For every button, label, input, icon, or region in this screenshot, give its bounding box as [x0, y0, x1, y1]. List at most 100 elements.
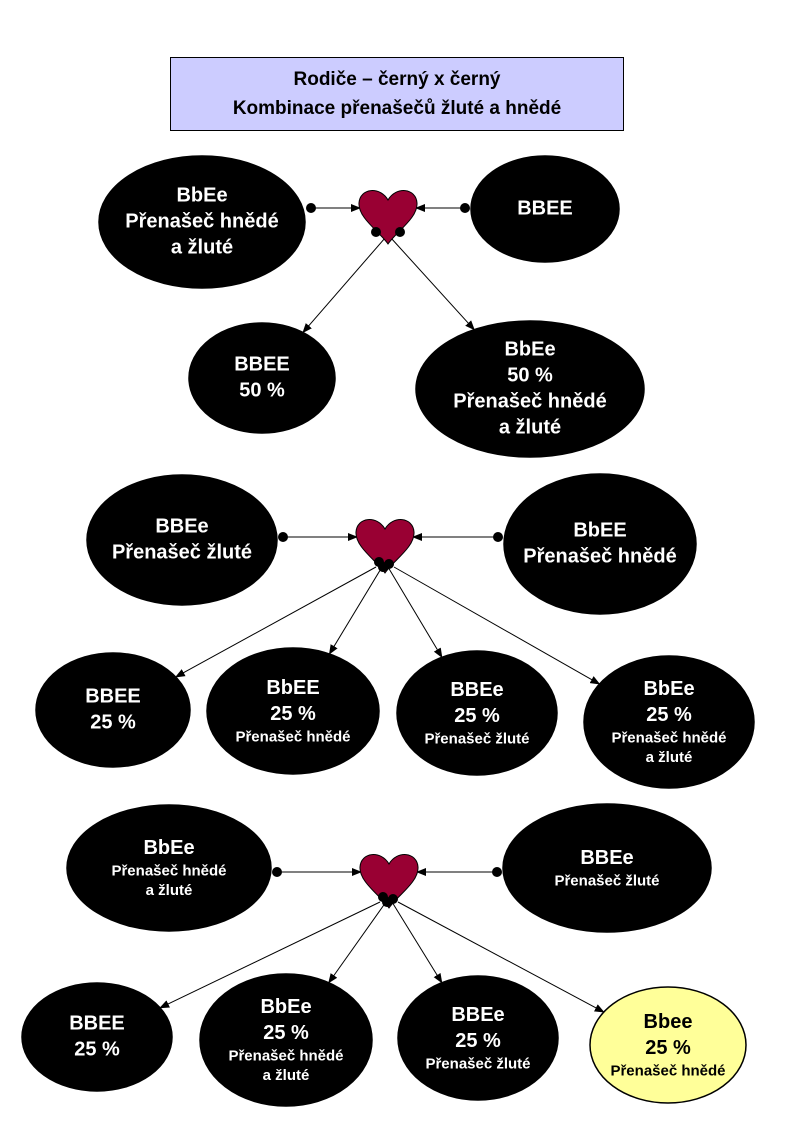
section-2-dot-bottom-3	[378, 562, 388, 572]
section-3-parent-1-line-1: BbEe	[143, 837, 194, 859]
section-3-child-4-ellipse	[589, 986, 747, 1104]
section-1-child-2: BbEe 50 % Přenašeč hnědé a žluté	[415, 320, 645, 458]
section-3-parent-1-line-3: a žluté	[146, 882, 193, 899]
section-3-child-1-line-1: BBEE	[69, 1013, 125, 1035]
section-2-child-4-line-2: 25 %	[646, 704, 692, 726]
section-3-dot-left	[272, 867, 282, 877]
section-2-child-1-ellipse	[35, 652, 191, 768]
section-1-dot-bottom-left	[371, 227, 381, 237]
section-3-parent-1-ellipse	[66, 804, 272, 932]
section-1-parent-1-line-3: a žluté	[171, 237, 233, 259]
title-line-1: Rodiče – černý x černý	[293, 69, 501, 90]
section-1-child-1-ellipse	[188, 322, 336, 434]
section-3-child-3-line-2: 25 %	[455, 1030, 501, 1052]
section-3-heart-icon	[359, 854, 419, 909]
section-1-arrow-child-2	[390, 237, 475, 331]
section-3-arrow-child-4	[397, 901, 605, 1013]
section-1-parent-1-line-1: BbEe	[176, 185, 227, 207]
section-3-child-3-line-1: BBEe	[451, 1004, 504, 1026]
section-1-parent-2-line-1: BBEE	[517, 198, 573, 220]
section-3-child-2-line-4: a žluté	[263, 1067, 310, 1084]
section-2-parent-2: BbEE Přenašeč hnědé	[503, 473, 697, 615]
section-2-heart-icon	[355, 519, 415, 574]
section-3-child-1: BBEE 25 %	[21, 982, 173, 1092]
section-1-child-2-line-3: Přenašeč hnědé	[453, 391, 606, 413]
section-1-parent-1-ellipse	[98, 155, 306, 289]
section-2-arrow-child-3	[387, 566, 443, 659]
section-3-parent-2-line-1: BBEe	[580, 847, 633, 869]
section-1-dot-left	[306, 203, 316, 213]
section-2-child-1-line-1: BBEE	[85, 686, 141, 708]
section-2-child-3-line-3: Přenašeč žluté	[424, 730, 529, 747]
section-1-child-1-line-2: 50 %	[239, 380, 285, 402]
section-3-arrow-child-3	[391, 901, 443, 984]
section-3-arrow-child-1	[159, 901, 381, 1009]
section-3-child-4: Bbee 25 % Přenašeč hnědé	[589, 986, 747, 1104]
section-2-child-2-line-2: 25 %	[270, 703, 316, 725]
section-3-child-4-line-2: 25 %	[645, 1037, 691, 1059]
section-3-child-2-line-3: Přenašeč hnědé	[228, 1048, 343, 1065]
section-1-parent-1-line-2: Přenašeč hnědé	[125, 211, 278, 233]
section-3-child-4-line-3: Přenašeč hnědé	[610, 1062, 725, 1079]
section-2-child-3-ellipse	[396, 650, 558, 776]
section-1-child-1: BBEE 50 %	[188, 322, 336, 434]
section-1-parent-2: BBEE	[470, 155, 620, 263]
section-2-child-4: BbEe 25 % Přenašeč hnědé a žluté	[583, 655, 755, 789]
section-2-child-4-line-1: BbEe	[643, 678, 694, 700]
section-2-parent-2-line-2: Přenašeč hnědé	[523, 546, 676, 568]
section-2-child-4-line-4: a žluté	[646, 749, 693, 766]
section-3-child-1-line-2: 25 %	[74, 1039, 120, 1061]
title-line-2: Kombinace přenašečů žluté a hnědé	[232, 98, 562, 119]
section-2-child-4-ellipse	[583, 655, 755, 789]
section-3-dot-right	[492, 867, 502, 877]
section-2-parent-2-ellipse	[503, 473, 697, 615]
section-1-parent-2-ellipse	[470, 155, 620, 263]
section-2-child-2-ellipse	[206, 647, 380, 775]
section-1-heart-icon	[358, 190, 418, 245]
section-2-parent-1-ellipse	[86, 474, 278, 606]
section-2-child-2-line-3: Přenašeč hnědé	[235, 728, 350, 745]
section-2-child-1-line-2: 25 %	[90, 712, 136, 734]
section-2-child-3: BBEe 25 % Přenašeč žluté	[396, 650, 558, 776]
section-1-child-2-ellipse	[415, 320, 645, 458]
section-3-parent-1-line-2: Přenašeč hnědé	[111, 863, 226, 880]
section-3-parent-2-line-2: Přenašeč žluté	[554, 872, 659, 889]
section-3-child-2-ellipse	[199, 973, 373, 1107]
section-2-dot-right	[493, 532, 503, 542]
section-1-child-1-line-1: BBEE	[234, 354, 290, 376]
section-2-arrow-child-4	[393, 566, 601, 685]
section-3-child-2-line-1: BbEe	[260, 996, 311, 1018]
section-3-child-2-line-2: 25 %	[263, 1022, 309, 1044]
section-3-child-2: BbEe 25 % Přenašeč hnědé a žluté	[199, 973, 373, 1107]
section-2-dot-left	[278, 532, 288, 542]
section-2-child-3-line-1: BBEe	[450, 679, 503, 701]
section-1-arrow-child-1	[302, 237, 386, 334]
section-2-parent-2-line-1: BbEE	[573, 520, 626, 542]
section-2-child-2-line-1: BbEE	[266, 677, 319, 699]
section-2-arrow-child-2	[328, 566, 383, 655]
section-3-child-4-line-1: Bbee	[644, 1011, 693, 1033]
section-2-parent-1-line-2: Přenašeč žluté	[112, 542, 252, 564]
title-box: Rodiče – černý x černý Kombinace přenaše…	[170, 57, 624, 131]
section-1-dot-right	[460, 203, 470, 213]
section-2-child-2: BbEE 25 % Přenašeč hnědé	[206, 647, 380, 775]
section-1-child-2-line-1: BbEe	[504, 339, 555, 361]
section-3-child-3-line-3: Přenašeč žluté	[425, 1055, 530, 1072]
section-2-parent-1-line-1: BBEe	[155, 516, 208, 538]
section-1-child-2-line-2: 50 %	[507, 365, 553, 387]
section-2-child-4-line-3: Přenašeč hnědé	[611, 730, 726, 747]
section-1-dot-bottom-right	[395, 227, 405, 237]
section-1-child-2-line-4: a žluté	[499, 417, 561, 439]
section-2-child-3-line-2: 25 %	[454, 705, 500, 727]
section-2-arrow-child-1	[174, 566, 377, 678]
section-3-arrow-child-2	[328, 901, 387, 984]
section-2-child-1: BBEE 25 %	[35, 652, 191, 768]
section-3-dot-bottom-3	[382, 897, 392, 907]
section-3-parent-2-ellipse	[502, 803, 712, 933]
section-3-child-3: BBEe 25 % Přenašeč žluté	[397, 975, 559, 1101]
